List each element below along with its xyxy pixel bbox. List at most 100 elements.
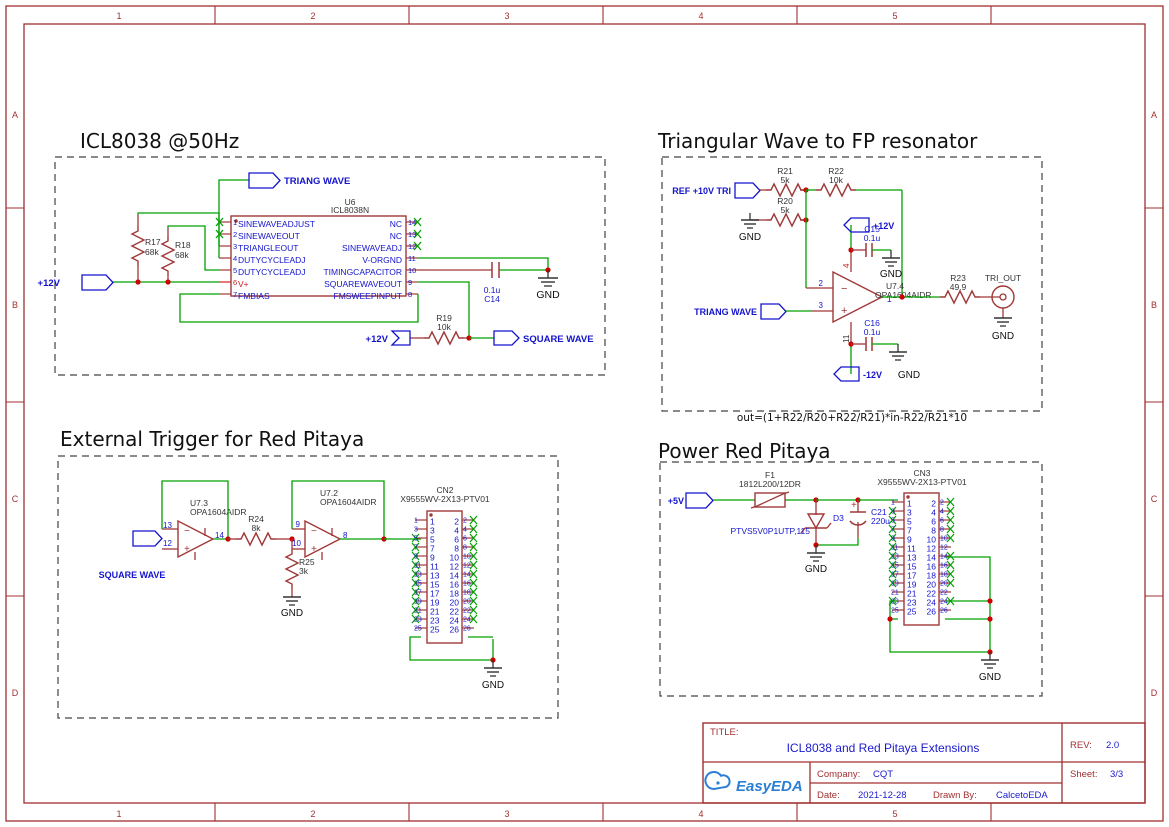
sheet-value: 3/3 xyxy=(1110,769,1123,780)
gnd-symbol-c16: GND xyxy=(889,344,920,381)
connector-pin-num: 13 xyxy=(430,571,440,581)
connector-pin-num-outer: 17 xyxy=(414,590,422,597)
u6-pin-num-8: 8 xyxy=(408,290,412,299)
r19-value: 10k xyxy=(437,322,451,332)
connector-pin-num: 18 xyxy=(450,589,460,599)
connector-nc-marker xyxy=(469,614,478,624)
connector-nc-marker xyxy=(888,533,897,543)
gnd-label-power: GND xyxy=(805,564,827,575)
r23: R23 49.9 xyxy=(939,273,1000,304)
connector-pin-num-outer: 21 xyxy=(414,608,422,615)
wire-u73-feedback xyxy=(161,480,229,540)
u6-pin-label-12: SINEWAVEADJ xyxy=(342,243,402,253)
u7-4-pin-vneg-num: 11 xyxy=(842,334,851,343)
connector-pin-num-outer: 19 xyxy=(891,581,899,588)
gnd-symbol-power: GND xyxy=(805,545,827,575)
r18: R18 68k xyxy=(161,228,191,282)
u6-pin-label-3: TRIANGLEOUT xyxy=(238,243,298,253)
connector-pin-num: 26 xyxy=(450,625,460,635)
zone-col-5-bottom: 5 xyxy=(892,809,897,819)
r18-value: 68k xyxy=(175,250,189,260)
connector-pin-num-outer: 25 xyxy=(891,608,899,615)
junction-r18-12v xyxy=(165,279,171,285)
c15-ref: C15 xyxy=(864,224,880,234)
connector-pin-num: 6 xyxy=(454,535,459,545)
connector-nc-marker xyxy=(946,533,955,543)
r25-value: 3k xyxy=(299,566,309,576)
connector-nc-marker xyxy=(411,542,420,552)
triangular-formula: out=(1+R22/R20+R22/R21)*in-R22/R21*10 xyxy=(737,412,967,424)
title-block: TITLE: ICL8038 and Red Pitaya Extensions… xyxy=(702,722,1146,804)
connector-pin-num: 14 xyxy=(450,571,460,581)
u6-pin-num-4: 4 xyxy=(233,254,237,263)
gnd-label-c15: GND xyxy=(880,269,902,280)
gnd-label-triout: GND xyxy=(992,331,1014,342)
u7-4-pin-vpos-num: 4 xyxy=(842,263,851,268)
r17: R17 68k xyxy=(131,215,161,282)
connector-pin-num: 18 xyxy=(927,571,937,581)
connector-pin-num-outer: 9 xyxy=(891,536,895,543)
u6-pin-label-4: DUTYCYCLEADJ xyxy=(238,255,306,265)
r20: R20 5k xyxy=(760,196,807,227)
connector-pin-num: 20 xyxy=(927,580,937,590)
netflag-12v-r19-label: +12V xyxy=(366,334,389,345)
netflag-12v-left-label: +12V xyxy=(38,278,61,289)
u7-3-pin-inv-num: 13 xyxy=(163,521,172,530)
u6-nc-marker-14 xyxy=(413,217,422,227)
r24-ref: R24 xyxy=(248,514,264,524)
u6-left-pins: 1 2 3 4 5 6 7 SINEWAVEADJUST SINEWAVEOUT… xyxy=(215,217,315,301)
u6-pin-num-1: 1 xyxy=(233,218,237,227)
connector-pin-num: 7 xyxy=(430,544,435,554)
u6-body xyxy=(230,215,407,297)
u6-nc-marker-12 xyxy=(413,241,422,251)
c15: C15 0.1u xyxy=(851,224,891,257)
connector-nc-marker xyxy=(411,560,420,570)
wire-r17-pin4 xyxy=(137,212,220,258)
connector-nc-marker xyxy=(469,605,478,615)
f1-value: 1812L200/12DR xyxy=(739,479,801,489)
easyeda-logo: EasyEDA xyxy=(704,771,803,795)
connector-nc-marker xyxy=(888,515,897,525)
netflag-p5v-label: +5V xyxy=(668,496,684,506)
connector-pin-num: 21 xyxy=(430,607,440,617)
gnd-symbol-r20: GND xyxy=(739,213,761,243)
connector-nc-marker xyxy=(469,533,478,543)
junction-cn3-a xyxy=(987,598,993,604)
connector-pin-num-outer: 14 xyxy=(463,572,471,579)
connector-pin-num: 10 xyxy=(927,535,937,545)
c21-capacitor: + C21 220u xyxy=(849,500,890,538)
u6-pin-num-12: 12 xyxy=(408,242,416,251)
connector-pin-num: 9 xyxy=(430,553,435,563)
block-ext-trigger: External Trigger for Red Pitaya SQUARE W… xyxy=(57,427,559,719)
connector-nc-marker xyxy=(469,569,478,579)
u7-2-part: OPA1604AIDR xyxy=(320,497,377,507)
connector-nc-marker xyxy=(888,524,897,534)
connector-pin-num: 6 xyxy=(931,517,936,527)
r21: R21 5k xyxy=(760,166,807,197)
connector-pin-num-outer: 23 xyxy=(891,599,899,606)
r22: R22 10k xyxy=(806,166,902,197)
company-label: Company: xyxy=(817,769,860,780)
connector-pin-num: 5 xyxy=(907,517,912,527)
r24-value: 8k xyxy=(252,523,262,533)
connector-nc-marker xyxy=(469,596,478,606)
u6-pin-num-7: 7 xyxy=(233,290,237,299)
connector-pin-num-outer: 9 xyxy=(414,554,418,561)
u6-pin-label-1: SINEWAVEADJUST xyxy=(238,219,315,229)
r23-ref: R23 xyxy=(950,273,966,283)
drawn-by-label: Drawn By: xyxy=(933,790,977,801)
block-icl8038-title: ICL8038 @50Hz xyxy=(80,129,239,153)
gnd-symbol-c14: GND xyxy=(536,270,560,301)
gnd-label-c14: GND xyxy=(536,289,560,301)
drawn-by-value: CalcetoEDA xyxy=(996,790,1048,801)
connector-nc-marker xyxy=(411,551,420,561)
netflag-square-wave-label: SQUARE WAVE xyxy=(523,334,594,345)
c16: C16 0.1u xyxy=(851,318,898,351)
zone-col-5: 5 xyxy=(892,11,897,21)
junction-r17-12v xyxy=(135,279,141,285)
gnd-label-cn3: GND xyxy=(979,672,1001,683)
u6-pin-label-2: SINEWAVEOUT xyxy=(238,231,300,241)
connector-pin-num: 10 xyxy=(450,553,460,563)
connector-nc-marker xyxy=(411,587,420,597)
